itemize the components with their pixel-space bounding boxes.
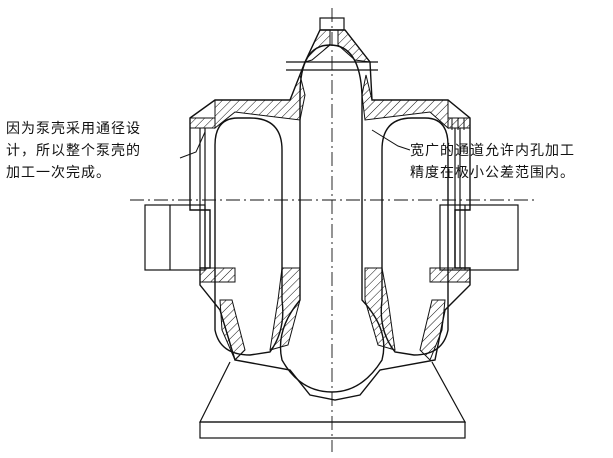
right-flange-ticks [451,118,465,130]
bore-lines [199,128,461,268]
left-annotation-line-3: 加工一次完成。 [6,165,111,181]
left-annotation: 因为泵壳采用通径设 计，所以整个泵壳的 加工一次完成。 [6,118,141,184]
left-nozzle [144,204,206,271]
right-annotation-line-2: 精度在极小公差范围内。 [410,165,575,181]
left-annotation-line-2: 计，所以整个泵壳的 [6,143,141,159]
right-annotation: 宽广的通道允许内孔加工 精度在极小公差范围内。 [410,140,575,184]
left-annotation-line-1: 因为泵壳采用通径设 [6,121,141,137]
base-pedestal [199,361,467,439]
inner-passages [214,44,449,393]
right-annotation-line-1: 宽广的通道允许内孔加工 [410,143,575,159]
lower-wall-sections [199,267,471,361]
center-lines [130,8,535,452]
right-nozzle [439,204,519,271]
leader-lines [179,129,411,159]
